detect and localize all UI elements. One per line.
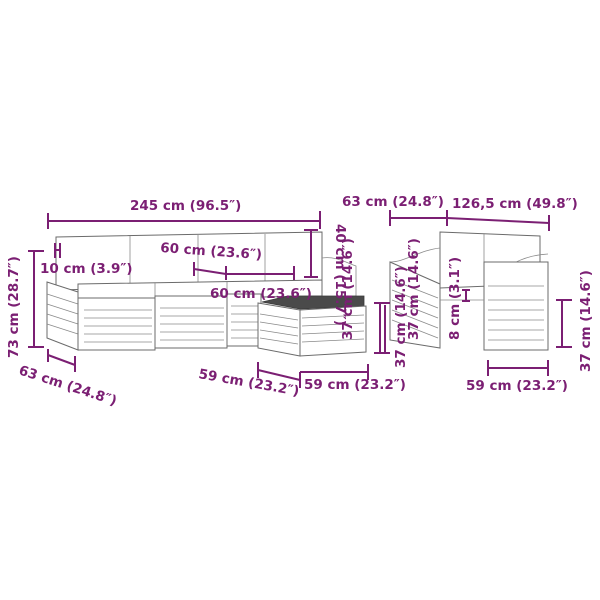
label-table-height: 37 cm (14.6″) (393, 266, 409, 368)
label-armchair-seat-height: 37 cm (14.6″) (406, 238, 422, 340)
table-top (261, 295, 365, 310)
label-seat-height-sofa: 37 cm (14.6″) (340, 238, 356, 340)
sofa-base-section-1 (77, 297, 156, 351)
label-armchair-span: 126,5 cm (49.8″) (452, 196, 578, 212)
label-seat-width: 60 cm (23.6″) (160, 240, 263, 263)
sofa-base-section-3 (226, 293, 262, 347)
label-table-depth: 59 cm (23.2″) (197, 366, 300, 399)
label-sofa-height: 73 cm (28.7″) (6, 256, 22, 358)
label-armchair-height: 37 cm (14.6″) (578, 270, 594, 372)
label-table-width: 59 cm (23.2″) (304, 377, 406, 393)
label-armchair-width: 59 cm (23.2″) (466, 378, 568, 394)
dimension-labels: 245 cm (96.5″) 73 cm (28.7″) 10 cm (3.9″… (6, 194, 594, 409)
label-armrest-width: 10 cm (3.9″) (40, 261, 133, 277)
label-sofa-total-width: 245 cm (96.5″) (130, 198, 241, 214)
table-side-left (257, 302, 301, 357)
coffee-table-drawing (257, 295, 367, 357)
label-armchair-depth: 63 cm (24.8″) (342, 194, 444, 210)
label-sofa-depth: 63 cm (24.8″) (17, 363, 119, 410)
table-side-front (299, 305, 367, 357)
label-backrest-height: 40 cm (15.7″) (332, 224, 348, 326)
armchair-front-panel (483, 261, 549, 351)
sofa-drawing (46, 231, 357, 351)
armchair-side-panel (389, 261, 441, 349)
label-cushion-thickness: 8 cm (3.1″) (447, 257, 463, 340)
armchair-left-arm (389, 247, 441, 263)
dimension-lines (28, 210, 572, 388)
armchair-drawing (389, 231, 549, 351)
label-seat-depth: 60 cm (23.6″) (210, 286, 312, 302)
sofa-base-section-2 (154, 295, 228, 349)
sofa-right-arm (321, 257, 357, 297)
sofa-left-armrest (46, 281, 79, 351)
